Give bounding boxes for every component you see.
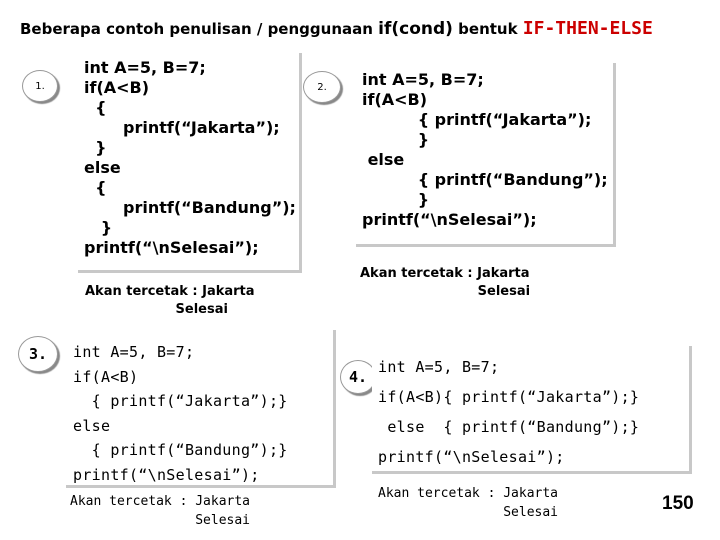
example-4-number: 4. [340, 360, 376, 394]
example-3-output: Akan tercetak : Jakarta Selesai [70, 494, 251, 528]
example-3-code-box [66, 330, 336, 488]
example-4-code-box [372, 346, 692, 474]
example-1-code-box [78, 53, 302, 273]
example-4-code: int A=5, B=7; if(A<B){ printf(“Jakarta”)… [378, 358, 640, 466]
example-1-code: int A=5, B=7; if(A<B) { printf(“Jakarta”… [84, 58, 296, 257]
example-2-number: 2. [303, 71, 341, 103]
example-2-code-box [356, 63, 616, 247]
example-2-code: int A=5, B=7; if(A<B) { printf(“Jakarta”… [362, 70, 608, 229]
example-4-output: Akan tercetak : Jakarta Selesai [378, 486, 559, 520]
example-1-number: 1. [22, 70, 58, 102]
example-3-code: int A=5, B=7; if(A<B) { printf(“Jakarta”… [73, 343, 288, 484]
slide-title: Beberapa contoh penulisan / penggunaan i… [20, 18, 653, 39]
title-cond: if(cond) [378, 19, 453, 39]
example-1-output: Akan tercetak : Jakarta Selesai [85, 284, 255, 317]
example-2-output: Akan tercetak : Jakarta Selesai [360, 266, 531, 299]
title-middle: bentuk [452, 20, 523, 38]
title-accent: IF-THEN-ELSE [522, 18, 653, 39]
example-3-number: 3. [18, 336, 58, 372]
page-number: 150 [662, 493, 694, 514]
title-prefix: Beberapa contoh penulisan / penggunaan [20, 20, 379, 38]
